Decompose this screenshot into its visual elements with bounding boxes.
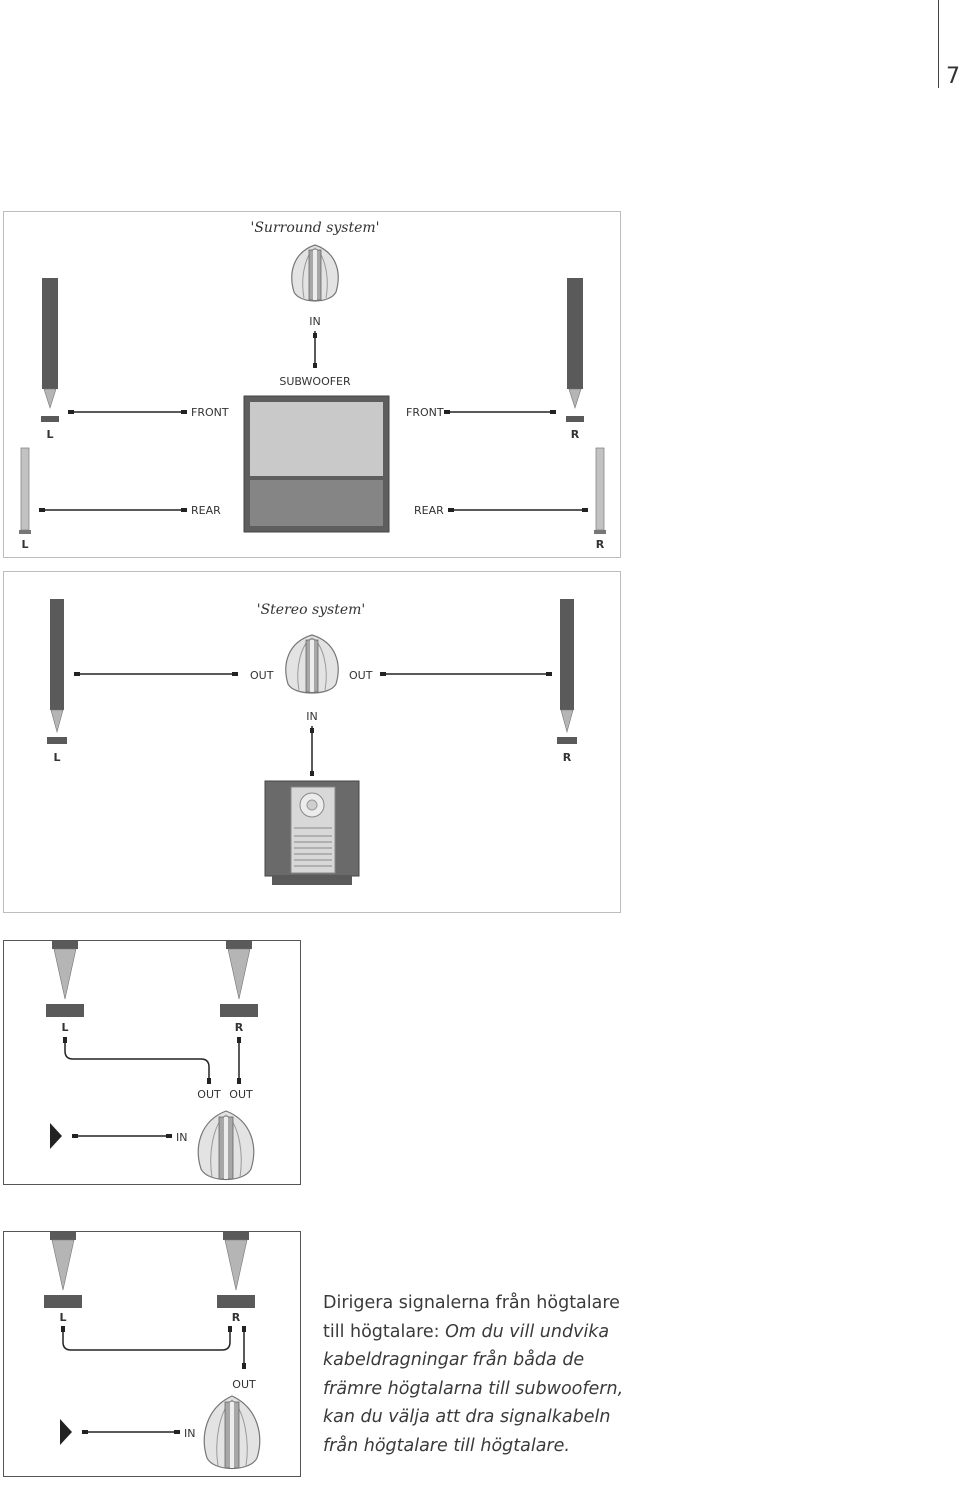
right-speaker-icon: [557, 599, 577, 744]
front-left-label: FRONT: [191, 406, 229, 419]
diagram-title: 'Surround system': [250, 220, 379, 236]
left-side-label: L: [53, 751, 60, 764]
speaker-chain-diagram-1: L R OUT OUT IN: [3, 940, 301, 1185]
audio-system-icon: [264, 780, 360, 885]
tv-icon: [243, 395, 390, 533]
page-number: 7: [946, 64, 960, 89]
surround-system-diagram: 'Surround system' IN SUBWOOFER L: [3, 211, 621, 558]
rear-left-label: REAR: [191, 504, 221, 517]
left-speaker-icon: [46, 941, 84, 1017]
left-cable: [64, 1037, 210, 1083]
rear-left-speaker-icon: [19, 447, 31, 534]
caption-heading: Dirigera signalerna från högtalare till …: [323, 1293, 620, 1342]
subwoofer-icon: [291, 244, 339, 302]
subwoofer-in-label: IN: [309, 315, 320, 328]
out-left-label: OUT: [250, 669, 274, 682]
left-side-label: L: [61, 1021, 68, 1034]
diagram-title: 'Stereo system': [257, 602, 366, 618]
in-label: IN: [184, 1427, 195, 1440]
rear-right-label: REAR: [414, 504, 444, 517]
front-left-speaker-icon: [41, 278, 59, 422]
right-speaker-icon: [220, 941, 258, 1017]
left-to-right-cable: [62, 1326, 231, 1351]
front-right-label: FRONT: [406, 406, 444, 419]
signal-source-icon: [50, 1123, 62, 1149]
caption-text: Dirigera signalerna från högtalare till …: [323, 1289, 643, 1461]
stereo-system-diagram: 'Stereo system' L R OUT OUT: [3, 571, 621, 913]
front-right-side-label: R: [571, 428, 580, 441]
rear-left-side-label: L: [21, 538, 28, 551]
front-left-side-label: L: [46, 428, 53, 441]
right-side-label: R: [563, 751, 572, 764]
in-label: IN: [176, 1131, 187, 1144]
right-speaker-icon: [217, 1232, 255, 1308]
subwoofer-in-label: IN: [306, 710, 317, 723]
subwoofer-icon: [285, 634, 339, 694]
right-side-label: R: [232, 1311, 241, 1324]
rear-right-speaker-icon: [594, 447, 606, 534]
subwoofer-label: SUBWOOFER: [279, 375, 351, 388]
signal-source-icon: [60, 1419, 72, 1445]
out-left-label: OUT: [197, 1088, 221, 1101]
out-right-label: OUT: [229, 1088, 253, 1101]
page-number-rule: [938, 0, 939, 88]
subwoofer-icon: [203, 1395, 261, 1469]
rear-right-side-label: R: [596, 538, 605, 551]
left-speaker-icon: [47, 599, 67, 744]
left-side-label: L: [59, 1311, 66, 1324]
front-right-speaker-icon: [566, 278, 584, 422]
subwoofer-icon: [197, 1110, 255, 1180]
right-side-label: R: [235, 1021, 244, 1034]
out-right-label: OUT: [349, 669, 373, 682]
out-label: OUT: [232, 1378, 256, 1391]
speaker-chain-diagram-2: L R OUT IN: [3, 1231, 301, 1477]
left-speaker-icon: [44, 1232, 82, 1308]
caption-body: Om du vill undvika kabeldragningar från …: [323, 1321, 624, 1456]
